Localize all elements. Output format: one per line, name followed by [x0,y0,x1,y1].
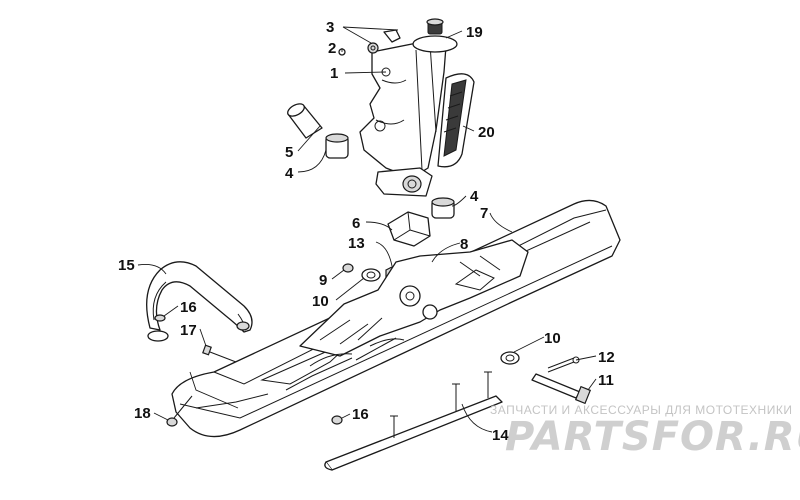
callout-1: 1 [330,65,338,82]
callout-16-upper: 16 [180,299,197,316]
callout-10-upper: 10 [312,293,329,310]
cotter-pin-part [547,356,580,373]
washer-upper-part [342,263,354,273]
callout-9: 9 [319,272,327,289]
callout-6: 6 [352,215,360,232]
bushing-upper-part [325,133,349,159]
spindle-part [359,39,447,197]
top-cap-part [412,18,458,53]
callout-8: 8 [460,236,468,253]
damper-block-part [387,211,431,247]
callout-14: 13 [348,235,365,252]
plug-lower-part [331,415,343,425]
callout-4-lower: 4 [470,188,479,205]
washer-ring-part [361,268,381,282]
callout-16-lower: 16 [352,406,369,423]
washer-lower-part [500,351,520,365]
callout-20: 20 [478,124,495,141]
leader-lines [137,26,597,433]
callout-18: 18 [134,405,151,422]
wear-bar-part [324,371,503,471]
callout-17: 17 [180,322,197,339]
watermark-logo: PARTSFOR.RU [505,414,800,460]
callout-15: 15 [118,257,135,274]
callout-11: 11 [598,372,614,389]
callout-13: 14 [492,427,509,444]
callout-10-lower: 10 [544,330,561,347]
callout-2: 2 [328,40,336,57]
callout-5: 5 [285,144,293,161]
callout-labels: 3 2 1 19 20 5 4 4 6 7 8 13 9 10 15 16 17… [118,19,615,444]
loop-bolt-part [202,344,237,363]
ski-saddle-part [299,239,529,367]
callout-12: 12 [598,349,615,366]
plug-upper-part [154,314,166,322]
bushing-lower-part [431,197,455,219]
callout-4-upper: 4 [285,165,294,182]
grip-pad-part [437,73,475,168]
sleeve-part [287,103,323,139]
callout-19: 19 [466,24,483,41]
callout-7: 7 [480,205,488,222]
spindle-bolt-part [531,373,592,405]
watermark-caption: ЗАПЧАСТИ И АКСЕССУАРЫ ДЛЯ МОТОТЕХНИКИ [490,403,793,417]
ski-loop-part [146,261,253,342]
callout-3: 3 [326,19,334,36]
tip-bolt-part [166,395,193,427]
